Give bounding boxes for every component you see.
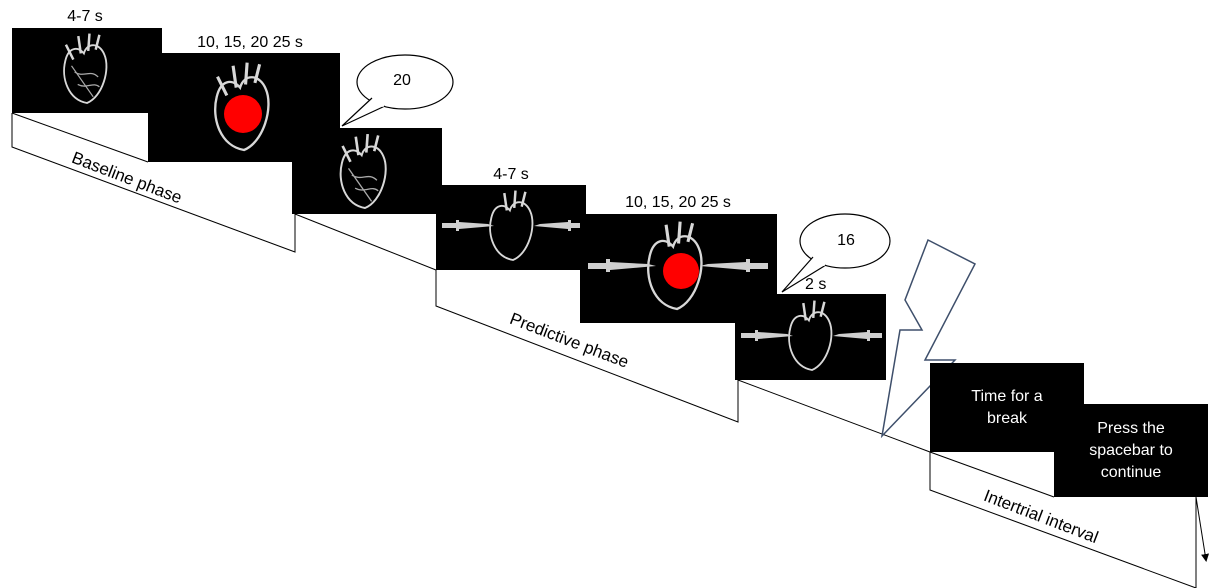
predictive-fixation-screen xyxy=(436,185,586,270)
baseline-stimulus-timing: 10, 15, 20 25 s xyxy=(197,34,303,51)
baseline-phase-box xyxy=(11,113,296,253)
predictive-rating-value: 16 xyxy=(837,232,855,249)
baseline-stimulus-screen xyxy=(148,53,340,162)
heart-icon xyxy=(788,300,833,371)
baseline-rating-screen xyxy=(292,128,442,214)
heart-icon xyxy=(214,62,270,152)
heart-icon xyxy=(339,133,387,210)
red-dot-icon xyxy=(663,253,699,289)
heart-icon xyxy=(63,33,108,104)
red-dot-icon xyxy=(224,95,262,133)
break-text: Time for a break xyxy=(971,387,1043,427)
heart-icon xyxy=(489,190,534,261)
knife-icon xyxy=(442,220,494,231)
knife-icon xyxy=(741,330,793,341)
predictive-phase-box xyxy=(435,270,739,423)
knife-icon xyxy=(833,330,882,341)
baseline-fixation-timing: 4-7 s xyxy=(67,8,103,25)
predictive-fixation-timing: 4-7 s xyxy=(493,166,529,183)
intertrial-box xyxy=(929,452,1197,588)
knife-icon xyxy=(534,220,583,231)
lightning-bolt-icon xyxy=(880,238,977,439)
knife-icon xyxy=(700,259,768,272)
continue-screen: Press the spacebar to continue xyxy=(1054,404,1208,497)
predictive-rating-screen xyxy=(735,294,886,380)
heart-icon xyxy=(647,221,703,311)
baseline-fixation-screen xyxy=(12,28,162,113)
baseline-rating-value: 20 xyxy=(393,72,411,89)
knife-icon xyxy=(588,259,656,272)
predictive-rating-timing: 2 s xyxy=(805,276,827,293)
predictive-stimulus-timing: 10, 15, 20 25 s xyxy=(625,194,731,211)
rating-bubble-2 xyxy=(781,213,891,293)
rating-bubble-1 xyxy=(341,54,454,127)
continue-text: Press the spacebar to continue xyxy=(1089,419,1173,481)
